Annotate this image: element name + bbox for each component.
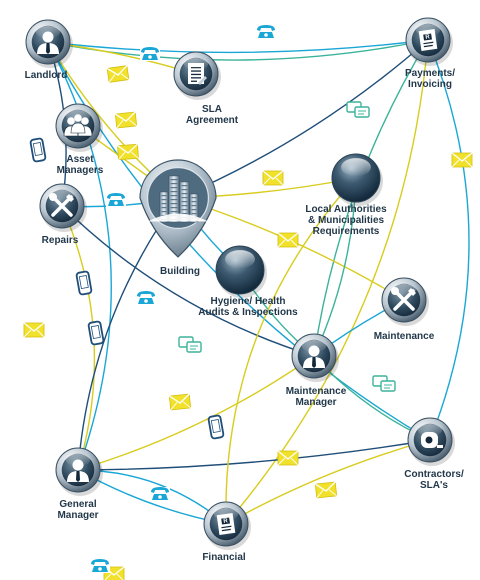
label-line: Contractors/ xyxy=(404,469,464,480)
label-building: Building xyxy=(160,266,200,277)
node-landlord: Landlord xyxy=(25,19,73,81)
label-line: Maintenance xyxy=(286,386,347,397)
label-repairs: Repairs xyxy=(42,235,79,246)
label-line: Hygiene/ Health xyxy=(210,296,285,307)
label-line: Requirements xyxy=(313,226,380,237)
connection-financial-contractors xyxy=(225,439,431,525)
label-maintenance: Maintenance xyxy=(374,331,435,342)
connection-repairs-mmanager xyxy=(61,205,315,357)
label-contractors: Contractors/SLA's xyxy=(404,469,464,491)
label-line: Invoicing xyxy=(408,79,452,90)
label-line: Managers xyxy=(57,165,104,176)
phone-icon xyxy=(140,47,160,61)
label-line: Manager xyxy=(57,510,98,521)
node-contractors: Contractors/SLA's xyxy=(404,417,464,491)
label-line: Agreement xyxy=(186,115,239,126)
mobile-icon xyxy=(87,320,105,346)
mobile-icon xyxy=(29,137,47,163)
chat-bubble-icon xyxy=(372,375,396,392)
phone-icon xyxy=(136,291,156,305)
phone-icon xyxy=(106,193,126,207)
tape-measure-icon xyxy=(421,432,443,448)
label-line: SLA's xyxy=(420,480,448,491)
label-line: Financial xyxy=(202,552,246,563)
label-line: Maintenance xyxy=(374,331,435,342)
label-line: SLA xyxy=(202,104,222,115)
label-landlord: Landlord xyxy=(25,70,68,81)
building-icon xyxy=(147,175,209,223)
envelope-icon xyxy=(117,143,139,161)
label-line: General xyxy=(59,499,96,510)
label-line: Repairs xyxy=(42,235,79,246)
phone-icon xyxy=(150,487,170,501)
label-line: Audits & Inspections xyxy=(198,307,298,318)
label-line: Local Authorities xyxy=(305,204,387,215)
mobile-icon xyxy=(75,270,93,296)
chat-bubble-icon xyxy=(346,101,370,118)
envelope-icon xyxy=(106,65,130,83)
label-financial: Financial xyxy=(202,552,246,563)
connection-landlord-payments xyxy=(47,39,429,61)
svg-text:R: R xyxy=(223,518,229,525)
connection-financial-local xyxy=(225,177,357,525)
envelope-icon xyxy=(277,232,299,248)
connection-landlord-payments xyxy=(47,39,429,54)
label-line: Building xyxy=(160,266,200,277)
phone-icon xyxy=(90,559,110,573)
mobile-icon xyxy=(207,414,225,440)
envelope-icon xyxy=(314,481,337,499)
node-building: Building xyxy=(139,159,217,277)
label-line: Payments/ xyxy=(405,68,455,79)
node-financial: R Financial xyxy=(202,501,251,563)
phone-icon xyxy=(256,25,276,39)
channel-markers xyxy=(23,25,473,580)
label-payments: Payments/Invoicing xyxy=(405,68,455,90)
connection-payments-contractors xyxy=(427,39,470,441)
envelope-icon xyxy=(277,450,299,466)
node-repairs: Repairs xyxy=(39,183,87,246)
svg-text:R: R xyxy=(425,34,431,41)
label-line: Asset xyxy=(66,154,94,165)
label-line: Manager xyxy=(295,397,336,408)
connection-general-contractors xyxy=(77,439,431,471)
connection-payments-financial xyxy=(225,39,429,525)
label-line: & Municipalities xyxy=(308,215,385,226)
label-line: Landlord xyxy=(25,70,68,81)
connection-mmanager-general xyxy=(77,355,315,471)
envelope-icon xyxy=(451,152,473,168)
node-maintenance: Maintenance xyxy=(374,277,435,342)
envelope-icon xyxy=(114,111,137,129)
envelope-icon xyxy=(168,393,191,411)
chat-bubble-icon xyxy=(178,336,202,353)
envelope-icon xyxy=(23,322,45,338)
envelope-icon xyxy=(262,170,284,186)
node-payments: R Payments/Invoicing xyxy=(405,17,455,90)
connection-landlord-general xyxy=(47,41,112,471)
